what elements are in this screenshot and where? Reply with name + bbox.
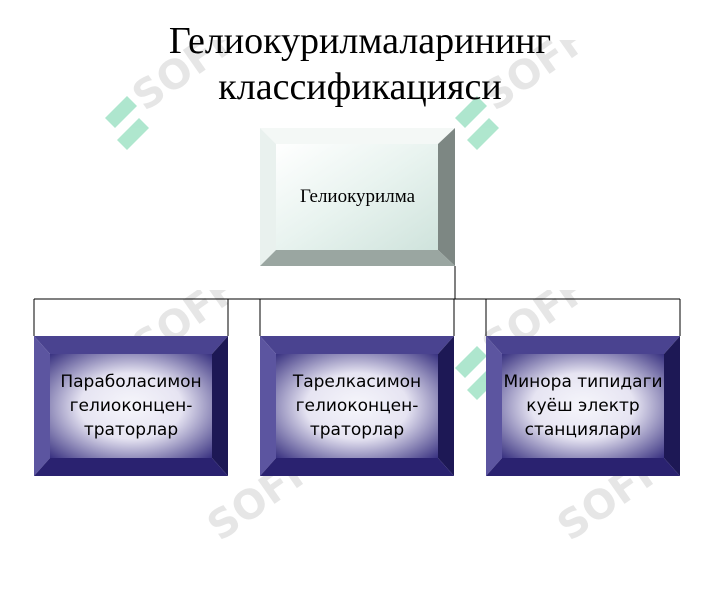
- root-node-label: Гелиокурилма: [299, 186, 416, 207]
- child-node-1-line-3: траторлар: [83, 420, 179, 440]
- child-node-bevel: [34, 336, 228, 476]
- slide-title: Гелиокурилмаларининг классификацияси: [0, 18, 720, 110]
- child-node-1: Параболасимон гелиоконцен- траторлар: [34, 336, 228, 476]
- title-line-2: классификацияси: [218, 66, 502, 108]
- child-node-bevel: [260, 336, 454, 476]
- child-node-1-label: Параболасимон гелиоконцен- траторлар: [34, 336, 228, 476]
- child-node-3-line-1: Минора типидаги: [503, 372, 663, 392]
- root-node: Гелиокурилма: [260, 128, 455, 266]
- child-node-2-label: Тарелкасимон гелиоконцен- траторлар: [260, 336, 454, 476]
- child-node-2-line-1: Тарелкасимон: [292, 372, 422, 392]
- root-node-bevel: [260, 128, 455, 266]
- child-node-2-line-3: траторлар: [309, 420, 405, 440]
- child-node-1-line-1: Параболасимон: [60, 372, 202, 392]
- child-node-bevel: [486, 336, 680, 476]
- child-node-3-line-2: куёш электр: [526, 396, 640, 416]
- child-node-2: Тарелкасимон гелиоконцен- траторлар: [260, 336, 454, 476]
- child-node-3: Минора типидаги куёш электр станциялари: [486, 336, 680, 476]
- child-node-3-label: Минора типидаги куёш электр станциялари: [486, 336, 680, 476]
- child-node-1-line-2: гелиоконцен-: [69, 396, 193, 416]
- child-node-3-line-3: станциялари: [524, 420, 642, 440]
- title-line-1: Гелиокурилмаларининг: [168, 20, 552, 62]
- child-node-2-line-2: гелиоконцен-: [295, 396, 419, 416]
- connector-lines: [33, 266, 681, 336]
